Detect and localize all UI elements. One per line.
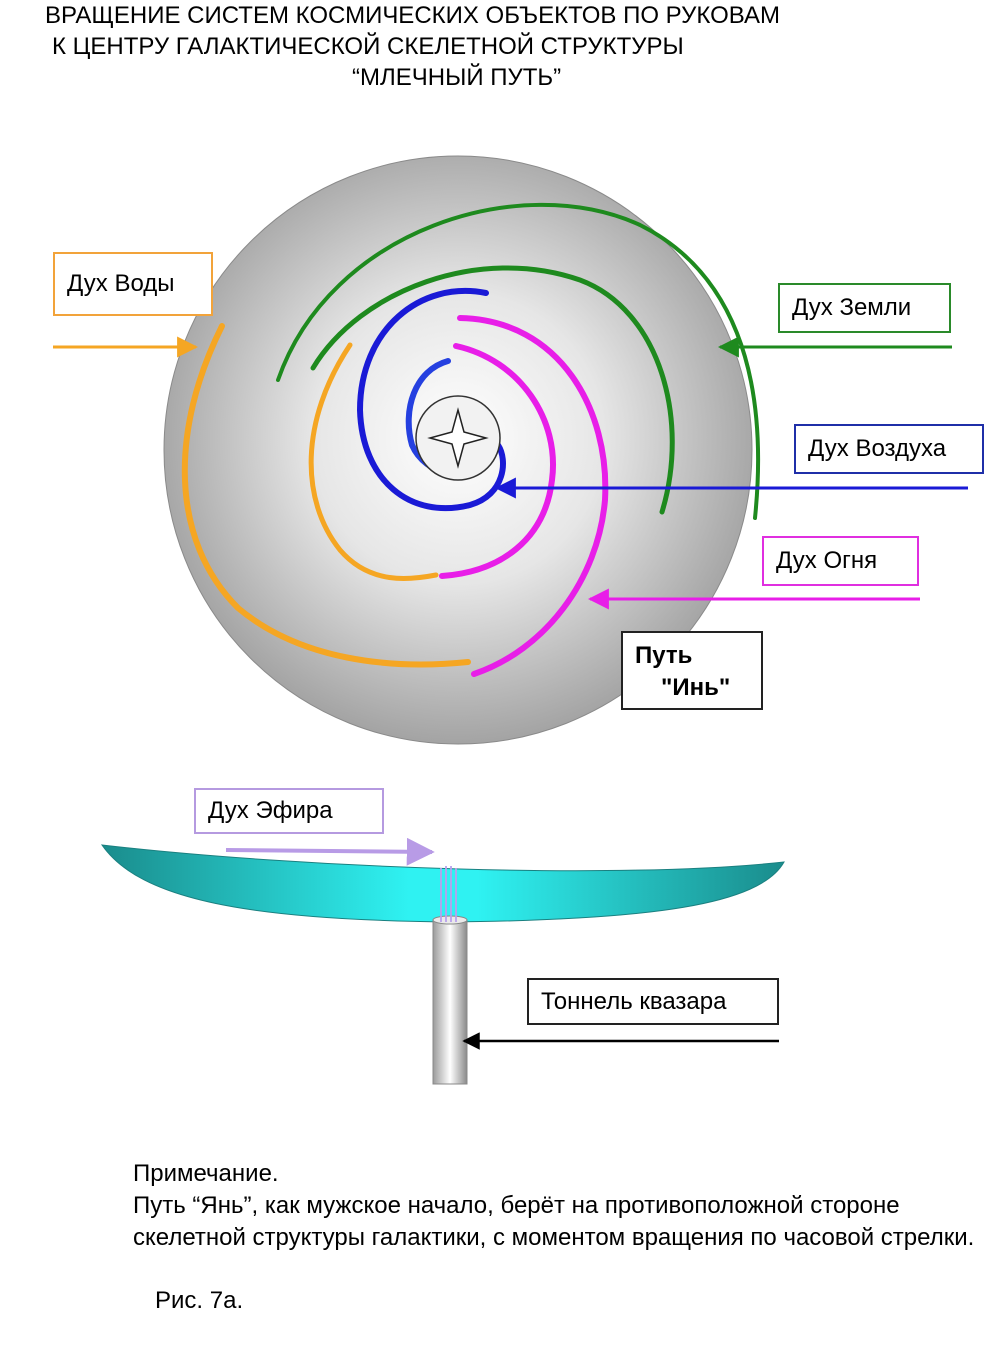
air-arm-outer	[356, 288, 506, 512]
title-line-1: ВРАЩЕНИЕ СИСТЕМ КОСМИЧЕСКИХ ОБЪЕКТОВ ПО …	[45, 2, 780, 29]
label-spirit-of-earth: Дух Земли	[778, 283, 951, 333]
quasar-jet	[440, 866, 457, 922]
fire-arm-inner	[439, 343, 556, 579]
label-path-yin-line-1: Путь	[635, 642, 693, 669]
label-path-yin: Путь "Инь"	[621, 631, 763, 710]
note-block: Примечание. Путь “Янь”, как мужское нача…	[133, 1158, 993, 1254]
water-arm-inner	[308, 342, 439, 582]
label-spirit-of-ether: Дух Эфира	[194, 788, 384, 834]
label-path-yin-line-2: "Инь"	[661, 674, 731, 701]
fire-arm-outer	[457, 315, 609, 677]
note-heading: Примечание.	[133, 1160, 279, 1187]
galactic-disk	[100, 844, 785, 923]
title-line-2: К ЦЕНТРУ ГАЛАКТИЧЕСКОЙ СКЕЛЕТНОЙ СТРУКТУ…	[52, 33, 684, 60]
quasar-tunnel	[432, 919, 468, 1085]
note-text: Путь “Янь”, как мужское начало, берёт на…	[133, 1192, 975, 1251]
ether-arrow	[225, 837, 435, 866]
label-spirit-of-water: Дух Воды	[53, 252, 213, 316]
center-star-icon	[427, 407, 489, 469]
earth-arm-outer	[276, 202, 761, 520]
earth-arm-inner	[310, 265, 675, 515]
label-spirit-of-fire: Дух Огня	[762, 536, 919, 586]
figure-caption: Рис. 7а.	[155, 1287, 244, 1314]
water-arm-outer	[181, 323, 471, 668]
label-spirit-of-air: Дух Воздуха	[794, 424, 984, 474]
title-line-3: “МЛЕЧНЫЙ ПУТЬ”	[352, 64, 562, 91]
label-quasar-tunnel: Тоннель квазара	[527, 978, 779, 1025]
